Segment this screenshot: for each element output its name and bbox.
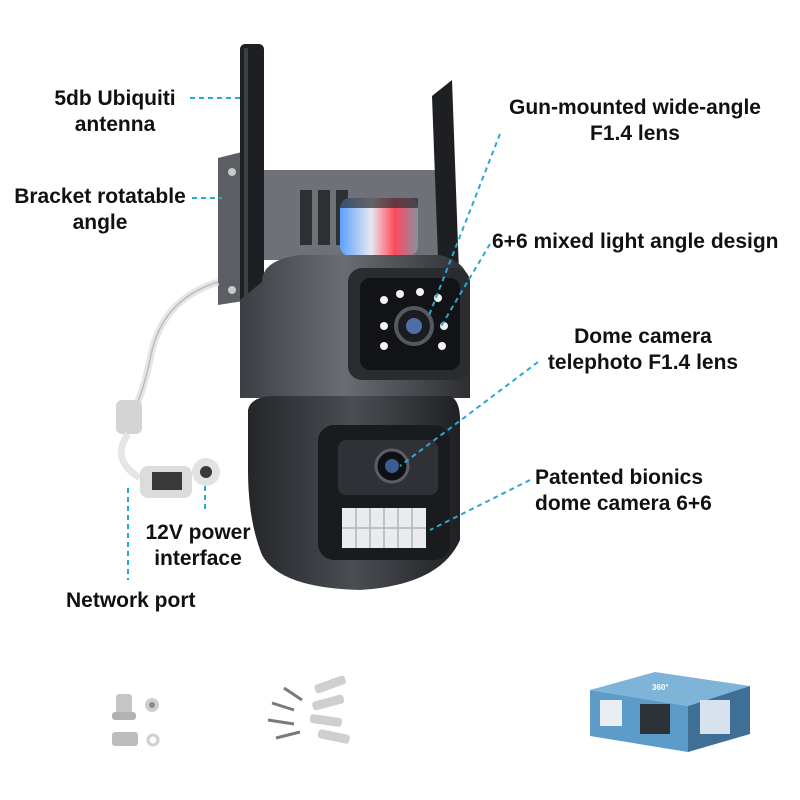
- mixed-light-label: 6+6 mixed light angle design: [492, 230, 779, 253]
- network-port-icon: [140, 466, 192, 498]
- gun-lens-label: Gun-mounted wide-angle F1.4 lens: [509, 96, 761, 145]
- gun-camera-module: [348, 268, 470, 380]
- warning-light: [340, 198, 418, 256]
- leader-lines: [127, 97, 539, 580]
- accessory-connector-icon: [112, 694, 160, 747]
- cable-icon: [116, 278, 220, 482]
- screws-and-anchors-icon: [267, 675, 350, 744]
- network-label: Network port: [66, 589, 196, 612]
- dome-camera-module: [318, 425, 450, 560]
- product-box-icon: 360°: [590, 672, 750, 752]
- box-badge: 360°: [652, 683, 669, 692]
- power-port-icon: [192, 458, 220, 486]
- dome-lens-label: Dome camera telephoto F1.4 lens: [547, 325, 739, 374]
- bionics-label: Patented bionics dome camera 6+6: [535, 466, 712, 515]
- antenna-label: 5db Ubiquiti antenna: [54, 87, 176, 136]
- bracket-label: Bracket rotatable angle: [14, 185, 186, 234]
- power-label: 12V power interface: [145, 521, 251, 570]
